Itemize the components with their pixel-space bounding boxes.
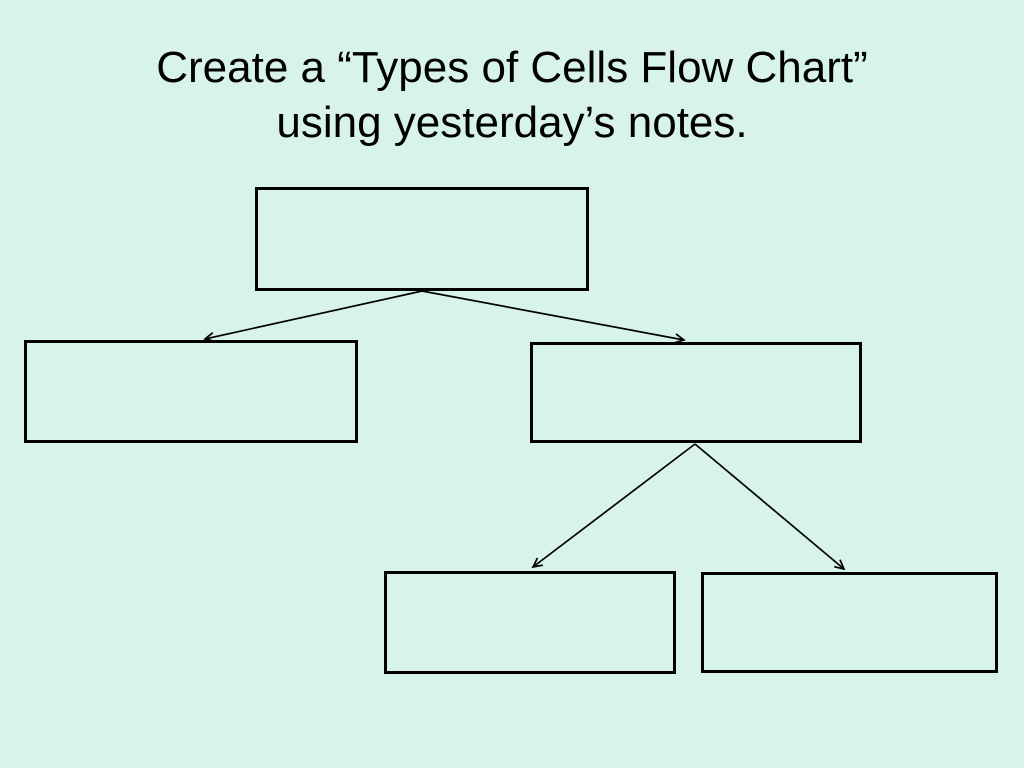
arrow-child-right-to-grandchild-right: [694, 443, 846, 571]
slide-title-line-2: using yesterday’s notes.: [276, 98, 748, 147]
slide-title-line-1: Create a “Types of Cells Flow Chart”: [156, 43, 868, 92]
arrow-root-to-child-right: [421, 290, 686, 344]
flow-node-grandchild-right: [701, 572, 998, 673]
flow-node-child-left: [24, 340, 358, 443]
arrow-root-to-child-left: [203, 290, 423, 343]
arrow-child-right-to-grandchild-left: [531, 443, 696, 569]
flow-node-child-right: [530, 342, 862, 443]
flow-node-grandchild-left: [384, 571, 676, 674]
flow-node-root: [255, 187, 589, 291]
slide-title: Create a “Types of Cells Flow Chart” usi…: [0, 40, 1024, 150]
